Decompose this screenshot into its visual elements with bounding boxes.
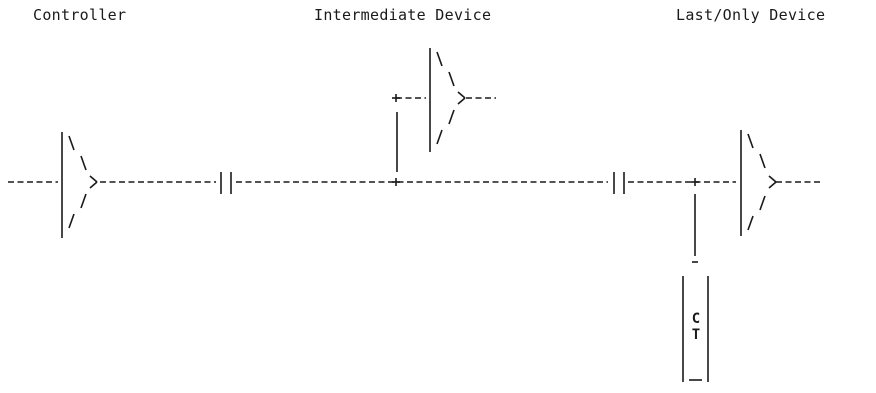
connector-1	[220, 172, 232, 194]
controller-driver-stroke	[68, 135, 75, 151]
last-driver-stroke	[747, 215, 754, 231]
terminator-label-t: T	[691, 327, 701, 343]
terminator-box	[682, 276, 709, 382]
controller-driver-stroke	[80, 193, 87, 209]
terminator-tap	[691, 178, 699, 263]
intermediate-device-label: Intermediate Device	[314, 6, 492, 24]
intermediate-driver-stroke	[457, 91, 466, 99]
last-driver-stroke	[768, 175, 777, 183]
terminator-label-c: C	[691, 311, 701, 327]
last-driver-stroke	[759, 195, 766, 211]
intermediate-tap	[392, 94, 400, 186]
last-driver-stroke	[759, 153, 766, 169]
last-driver-stroke	[747, 133, 754, 149]
intermediate-driver-stroke	[457, 97, 466, 105]
last-device-label: Last/Only Device	[676, 6, 826, 24]
controller-label: Controller	[33, 6, 127, 24]
last-device-driver-symbol	[740, 130, 777, 236]
main-bus-line	[8, 97, 820, 183]
controller-driver-stroke	[68, 213, 75, 229]
controller-driver-symbol	[61, 132, 98, 238]
controller-driver-stroke	[80, 155, 87, 171]
intermediate-driver-symbol	[429, 48, 466, 152]
controller-driver-stroke	[89, 181, 98, 189]
intermediate-driver-stroke	[448, 71, 455, 87]
intermediate-driver-stroke	[436, 129, 443, 145]
intermediate-driver-stroke	[448, 109, 455, 125]
last-driver-stroke	[768, 181, 777, 189]
controller-driver-stroke	[89, 175, 98, 183]
connector-2	[613, 172, 625, 194]
intermediate-driver-stroke	[436, 51, 443, 67]
